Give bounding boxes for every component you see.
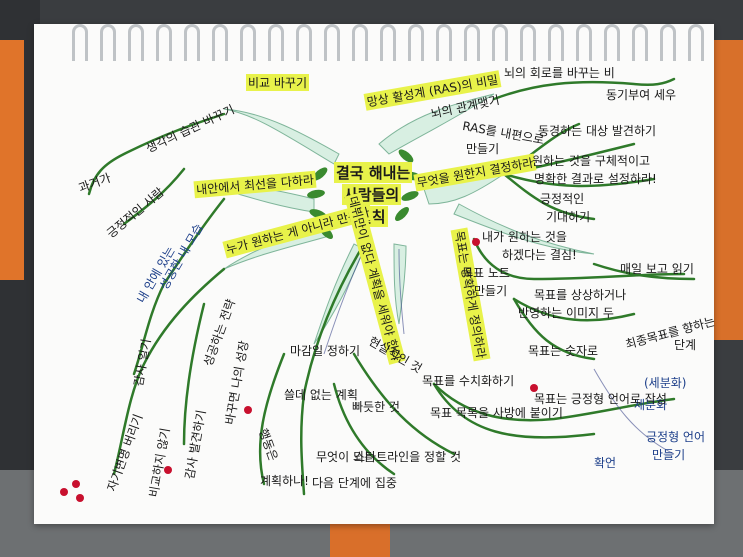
leaf-label: 스타트라인을 정할 것 bbox=[354, 450, 461, 464]
laurel-leaf bbox=[401, 191, 419, 201]
leaf-label: 동기부여 세우 bbox=[606, 88, 677, 102]
leaf-line bbox=[352, 352, 456, 456]
laurel-leaf bbox=[395, 207, 409, 221]
branch-shape bbox=[378, 93, 495, 155]
leaf-label: 목표 목록을 사방에 붙이기 bbox=[430, 406, 563, 420]
flower-mark bbox=[530, 384, 538, 392]
leaf-label: 기대하기 bbox=[546, 210, 591, 224]
leaf-label: 마감일 정하기 bbox=[290, 344, 361, 358]
leaf-label: 빠듯한 것 bbox=[352, 400, 400, 414]
leaf-label: 만들기 bbox=[466, 142, 500, 156]
leaf-label: 확언 bbox=[594, 456, 617, 470]
flower-mark bbox=[60, 488, 68, 496]
mindmap-drawing bbox=[60, 77, 696, 502]
leaf-line bbox=[432, 382, 676, 422]
leaf-line bbox=[112, 267, 226, 476]
leaf-label: 계획하나! bbox=[260, 474, 309, 488]
orange-cover-bottom bbox=[330, 520, 390, 557]
leaf-label: 동경하는 대상 발견하기 bbox=[538, 124, 657, 138]
leaf-label: 내가 원하는 것을 bbox=[482, 230, 567, 244]
leaf-label: (세분화) bbox=[644, 376, 687, 390]
leaf-label: 목표는 숫자로 bbox=[528, 344, 599, 358]
center-title-line1: 결국 해내는 bbox=[334, 162, 413, 183]
outline-line bbox=[593, 368, 675, 455]
leaf-label: 반영하는 이미지 두 bbox=[518, 306, 614, 320]
leaf-line bbox=[122, 167, 186, 226]
leaf-line bbox=[512, 297, 596, 361]
notebook-page: 결국 해내는 사람들의 원칙 비교 바꾸기 망상 활성계 (RAS)의 비밀 무… bbox=[34, 24, 717, 524]
leaf-line bbox=[432, 382, 596, 439]
leaf-line bbox=[512, 297, 636, 322]
leaf-label: 뇌의 회로를 바꾸는 비 bbox=[504, 66, 615, 80]
leaf-label: 목표를 상상하거나 bbox=[534, 288, 627, 302]
laurel-leaf bbox=[312, 167, 328, 181]
leaf-line bbox=[502, 172, 656, 188]
leaf-line bbox=[132, 197, 226, 376]
flower-mark bbox=[244, 406, 252, 414]
leaf-label: 세분화 bbox=[634, 398, 668, 412]
leaf-label: 다음 단계에 집중 bbox=[312, 476, 397, 490]
leaf-label: 긍정적인 bbox=[540, 192, 585, 206]
leaf-label: 명확한 결과로 설정하라! bbox=[534, 172, 657, 186]
leaf-line bbox=[592, 262, 696, 281]
leaf-label: 단계 bbox=[674, 338, 697, 352]
flower-mark bbox=[72, 480, 80, 488]
leaf-label: 쓸데 없는 계획 bbox=[284, 388, 358, 402]
leaf-label: 만들기 bbox=[474, 284, 508, 298]
leaf-line bbox=[87, 112, 226, 196]
outline-line bbox=[323, 248, 365, 355]
leaf-label: 무엇이 되는 bbox=[316, 450, 376, 464]
branch-label: 비교 바꾸기 bbox=[246, 74, 310, 91]
leaf-line bbox=[502, 172, 596, 221]
laurel-leaf bbox=[307, 189, 325, 199]
leaf-label: 원하는 것을 구체적이고 bbox=[532, 154, 651, 168]
leaf-line bbox=[182, 302, 206, 446]
leaf-label: 목표 노트 bbox=[462, 266, 510, 280]
leaf-line bbox=[332, 382, 396, 476]
leaf-line bbox=[492, 77, 676, 101]
leaf-line bbox=[258, 352, 286, 486]
flower-mark bbox=[472, 238, 480, 246]
orange-cover-right bbox=[713, 40, 743, 340]
leaf-label: 목표는 긍정형 언어로 작성 bbox=[534, 392, 667, 406]
branch-shape bbox=[453, 203, 595, 255]
flower-mark bbox=[164, 466, 172, 474]
orange-cover-left bbox=[0, 40, 24, 280]
leaf-label: 하겠다는 결심! bbox=[502, 248, 577, 262]
leaf-line bbox=[300, 242, 366, 496]
branch-shape bbox=[223, 108, 340, 165]
leaf-label: 긍정형 언어 bbox=[646, 430, 706, 444]
laurel-leaf bbox=[398, 149, 414, 163]
outline-line bbox=[398, 248, 405, 335]
leaf-label: 매일 보고 읽기 bbox=[620, 262, 694, 276]
leaf-label: 만들기 bbox=[652, 448, 686, 462]
leaf-label: 목표를 수치화하기 bbox=[422, 374, 515, 388]
flower-mark bbox=[76, 494, 84, 502]
